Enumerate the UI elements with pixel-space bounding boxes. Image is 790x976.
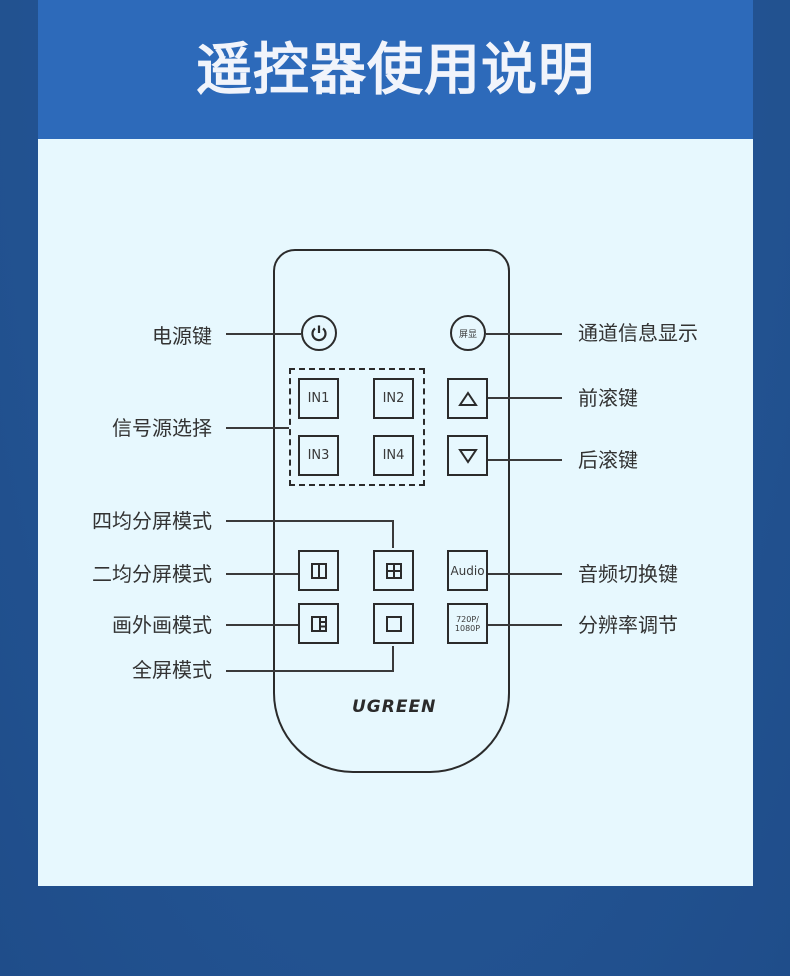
label-pip: 画外画模式	[112, 613, 212, 637]
leader-line-pip	[226, 624, 298, 626]
leader-line-quad	[226, 520, 394, 522]
in2-button[interactable]: IN2	[373, 378, 414, 419]
two-split-icon	[310, 562, 327, 579]
leader-line-scroll-forward	[487, 397, 562, 399]
resolution-button[interactable]: 720P/ 1080P	[447, 603, 488, 644]
pip-button[interactable]	[298, 603, 339, 644]
down-triangle-icon	[457, 448, 478, 464]
label-resolution: 分辨率调节	[578, 613, 678, 637]
label-scroll-back: 后滚键	[578, 448, 638, 472]
resolution-label-line2: 1080P	[454, 623, 481, 633]
leader-line-audio	[487, 573, 562, 575]
remote-control-body	[273, 249, 510, 773]
in1-button[interactable]: IN1	[298, 378, 339, 419]
leader-line-fullscreen-vertical	[392, 646, 394, 672]
scroll-up-button[interactable]	[447, 378, 488, 419]
quad-split-icon	[385, 562, 402, 579]
header-banner: 遥控器使用说明	[38, 0, 753, 139]
label-quad-split: 四均分屏模式	[92, 509, 212, 533]
label-scroll-forward: 前滚键	[578, 386, 638, 410]
leader-line-dual	[226, 573, 298, 575]
resolution-label-line1: 720P/	[456, 614, 479, 624]
source-group-outline	[289, 368, 425, 486]
label-source-select: 信号源选择	[112, 416, 212, 440]
leader-line-quad-vertical	[392, 520, 394, 548]
label-audio-switch: 音频切换键	[578, 562, 678, 586]
page-title: 遥控器使用说明	[196, 38, 595, 103]
power-icon	[311, 325, 327, 342]
fullscreen-button[interactable]	[373, 603, 414, 644]
scroll-down-button[interactable]	[447, 435, 488, 476]
leader-line-scroll-back	[487, 459, 562, 461]
content-panel	[38, 139, 753, 886]
label-fullscreen: 全屏模式	[132, 658, 212, 682]
power-button[interactable]	[301, 315, 337, 351]
audio-button[interactable]: Audio	[447, 550, 488, 591]
quad-split-button[interactable]	[373, 550, 414, 591]
in4-button[interactable]: IN4	[373, 435, 414, 476]
leader-line-fullscreen	[226, 670, 394, 672]
fullscreen-icon	[385, 615, 402, 632]
leader-line-resolution	[487, 624, 562, 626]
leader-line-channel-info	[486, 333, 562, 335]
label-channel-info: 通道信息显示	[578, 321, 698, 345]
up-triangle-icon	[457, 390, 478, 406]
screen-display-button[interactable]: 屏显	[450, 315, 486, 351]
label-power: 电源键	[152, 324, 212, 348]
in3-button[interactable]: IN3	[298, 435, 339, 476]
leader-line-source	[226, 427, 289, 429]
pip-icon	[310, 615, 327, 632]
brand-logo: UGREEN	[352, 697, 437, 717]
label-dual-split: 二均分屏模式	[92, 562, 212, 586]
leader-line-power	[226, 333, 301, 335]
dual-split-button[interactable]	[298, 550, 339, 591]
